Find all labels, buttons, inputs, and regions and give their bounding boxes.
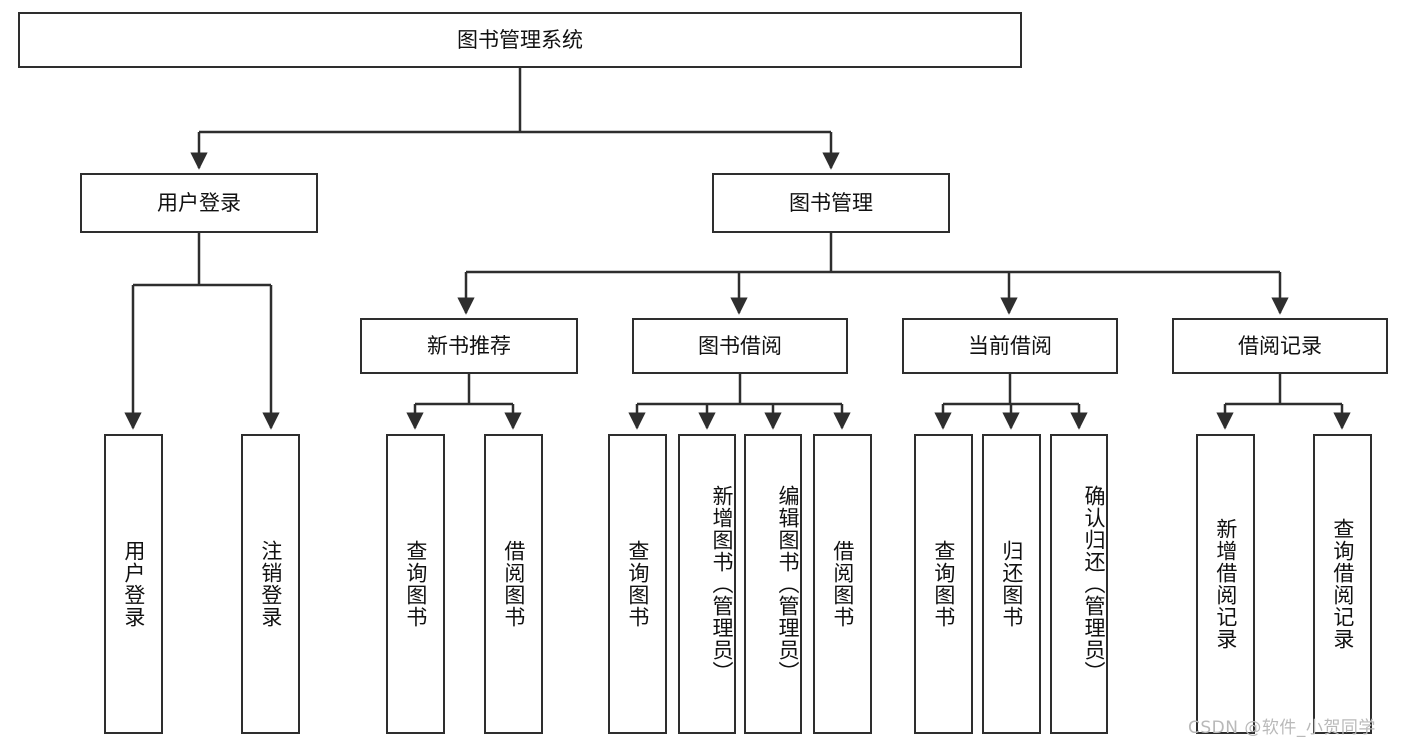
leaf-user-logout[interactable]: 注销登录 xyxy=(241,434,300,734)
node-label: 新书推荐 xyxy=(427,333,511,358)
node-label: 新增借阅记录 xyxy=(1213,518,1238,650)
leaf-query-borrow-record[interactable]: 查询借阅记录 xyxy=(1313,434,1372,734)
node-label: 归还图书 xyxy=(999,540,1024,628)
node-label: 当前借阅 xyxy=(968,333,1052,358)
node-label: 用户登录 xyxy=(121,540,146,628)
node-user-login[interactable]: 用户登录 xyxy=(80,173,318,233)
node-label: 用户登录 xyxy=(157,190,241,215)
node-label: 借阅图书 xyxy=(501,540,526,628)
leaf-add-book-admin[interactable]: 新增图书（管理员） xyxy=(678,434,736,734)
node-label: 编辑图书（管理员） xyxy=(776,485,800,683)
leaf-query-book[interactable]: 查询图书 xyxy=(608,434,667,734)
leaf-borrow-book-recommend[interactable]: 借阅图书 xyxy=(484,434,543,734)
node-label: 图书管理系统 xyxy=(457,27,583,52)
node-label: 图书借阅 xyxy=(698,333,782,358)
leaf-return-book[interactable]: 归还图书 xyxy=(982,434,1041,734)
node-label: 确认归还（管理员） xyxy=(1082,485,1106,683)
leaf-user-login[interactable]: 用户登录 xyxy=(104,434,163,734)
node-book-management[interactable]: 图书管理 xyxy=(712,173,950,233)
node-label: 新增图书（管理员） xyxy=(710,485,734,683)
node-label: 图书管理 xyxy=(789,190,873,215)
node-book-borrow[interactable]: 图书借阅 xyxy=(632,318,848,374)
leaf-query-book-current[interactable]: 查询图书 xyxy=(914,434,973,734)
node-label: 查询图书 xyxy=(403,540,428,628)
node-label: 查询图书 xyxy=(931,540,956,628)
leaf-add-borrow-record[interactable]: 新增借阅记录 xyxy=(1196,434,1255,734)
node-book-management-system[interactable]: 图书管理系统 xyxy=(18,12,1022,68)
node-label: 借阅图书 xyxy=(830,540,855,628)
node-borrow-record[interactable]: 借阅记录 xyxy=(1172,318,1388,374)
watermark: CSDN @软件_小贺同学 xyxy=(1188,718,1376,738)
node-label: 查询借阅记录 xyxy=(1330,518,1355,650)
node-label: 注销登录 xyxy=(258,540,283,628)
leaf-edit-book-admin[interactable]: 编辑图书（管理员） xyxy=(744,434,802,734)
node-label: 借阅记录 xyxy=(1238,333,1322,358)
leaf-confirm-return-admin[interactable]: 确认归还（管理员） xyxy=(1050,434,1108,734)
leaf-borrow-book[interactable]: 借阅图书 xyxy=(813,434,872,734)
leaf-query-book-recommend[interactable]: 查询图书 xyxy=(386,434,445,734)
node-current-borrow[interactable]: 当前借阅 xyxy=(902,318,1118,374)
node-label: 查询图书 xyxy=(625,540,650,628)
node-new-book-recommend[interactable]: 新书推荐 xyxy=(360,318,578,374)
